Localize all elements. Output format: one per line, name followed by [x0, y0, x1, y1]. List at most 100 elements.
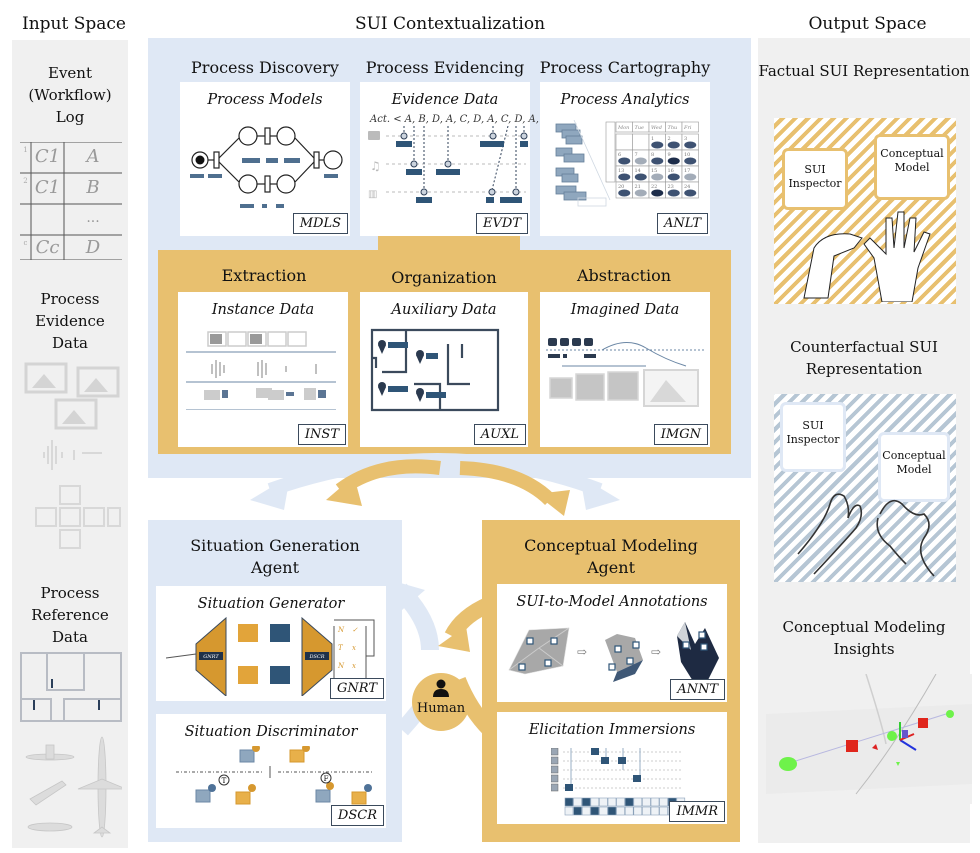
gnrt-tag: GNRT: [330, 678, 384, 699]
svg-text:♫: ♫: [370, 159, 381, 173]
calendar-day-label: Mon: [617, 125, 629, 131]
evidence-data-card[interactable]: Evidence Data Act. < A, B, D, A, C, D, A…: [360, 82, 550, 236]
person-icon: [433, 679, 449, 697]
calendar-heat-blob: [634, 189, 647, 197]
process-cartography-title: Process Cartography: [539, 58, 711, 77]
calendar-date: 8: [651, 152, 654, 158]
immersion-bar-cell: [650, 797, 660, 807]
annotations-label: SUI-to-Model Annotations: [516, 594, 708, 610]
svg-text:x: x: [352, 662, 356, 670]
extraction-title: Extraction: [221, 266, 307, 285]
calendar-heat-blob: [667, 157, 680, 165]
calendar-month-nav: [605, 121, 616, 183]
row-index: c: [23, 239, 28, 247]
calendar-date: 14: [635, 168, 641, 174]
calendar-heat-blob: [667, 173, 680, 181]
imagined-data-label: Imagined Data: [570, 302, 680, 318]
calendar-heat-blob: [618, 157, 631, 165]
instance-timelines: [186, 331, 336, 410]
calendar-cell: [615, 133, 633, 151]
human-label: Human: [416, 701, 466, 716]
calendar-day-label: Fri: [683, 125, 692, 131]
calendar-heat-blob: [651, 189, 664, 197]
calendar-heat-blob: [667, 189, 680, 197]
immersion-bar-cell: [564, 797, 574, 807]
calendar-heat-blob: [684, 157, 697, 165]
calendar-date: 2: [668, 136, 671, 142]
annotations-card[interactable]: SUI-to-Model Annotations ⇨ ⇨ ANNT: [497, 584, 727, 702]
calendar-heat-blob: [651, 157, 664, 165]
situation-generator-label: Situation Generator: [197, 596, 345, 612]
immersion-bar-cell: [642, 797, 651, 807]
svg-text:N: N: [337, 626, 345, 634]
calendar-day-label: Thu: [668, 125, 678, 131]
event-log-table: 1 C1 A 2 C1 B ... c Cc D: [20, 142, 122, 260]
evidence-timeline: ♫ ▥: [368, 126, 528, 203]
dscr-tag: DSCR: [330, 805, 384, 826]
immersion-bar-cell: [633, 797, 643, 807]
immersion-bar-cell: [581, 797, 591, 807]
auxl-tag: AUXL: [473, 424, 526, 445]
row-index: 1: [23, 146, 28, 154]
calendar-heat-blob: [651, 141, 664, 149]
calendar-date: 3: [684, 136, 687, 142]
floor-plan-icon: [20, 652, 122, 722]
calendar-date: 13: [618, 168, 624, 174]
immersion-bar-cell: [650, 806, 660, 816]
calendar-date: 23: [668, 184, 674, 190]
calendar-heat-blob: [667, 141, 680, 149]
annt-tag: ANNT: [670, 679, 725, 700]
origami-folding-diagram: ⇨ ⇨: [508, 622, 719, 694]
calendar-date: 21: [635, 184, 641, 190]
immersions-label: Elicitation Immersions: [528, 722, 696, 738]
instance-data-label: Instance Data: [211, 302, 315, 318]
connector-nub: [378, 236, 520, 250]
event-log-grid: [20, 142, 122, 260]
insights-title: Conceptual Modeling Insights: [782, 618, 946, 658]
immersion-bar-cell: [599, 806, 608, 816]
organization-title: Organization: [391, 268, 497, 287]
calendar-heat-blob: [684, 141, 697, 149]
auxiliary-data-card[interactable]: Auxiliary Data AUXL: [360, 292, 528, 447]
calendar-day-label: Tue: [635, 125, 645, 131]
imgn-tag: IMGN: [653, 424, 708, 445]
immersion-bar-grid: [564, 797, 686, 816]
immersions-card[interactable]: Elicitation Immersions IMMR: [497, 712, 727, 824]
immr-tag: IMMR: [669, 801, 725, 822]
calendar-heat-blob: [684, 173, 697, 181]
imagination-sequence: [546, 338, 704, 407]
immersion-bar-cell: [616, 806, 625, 816]
calendar-date: 10: [684, 152, 690, 158]
human-node[interactable]: Human: [412, 673, 470, 731]
modeling-agent-title: Conceptual Modeling Agent: [524, 536, 698, 577]
evidence-data-title: Process Evidence Data: [35, 290, 105, 352]
imagined-data-card[interactable]: Imagined Data IMGN: [540, 292, 710, 447]
immersion-bar-cell: [599, 797, 608, 807]
gan-diagram: GNRT DSCR NTN✓xx: [166, 616, 375, 696]
situation-discriminator-label: Situation Discriminator: [184, 724, 358, 740]
immersion-bar-cell: [642, 806, 651, 816]
inst-tag: INST: [297, 424, 346, 445]
evidence-data-label: Evidence Data: [391, 92, 499, 108]
calendar-date: 15: [651, 168, 657, 174]
svg-text:▥: ▥: [368, 189, 377, 200]
svg-text:⇨: ⇨: [577, 645, 587, 659]
calendar-date: 22: [651, 184, 657, 190]
discriminator-diagram: T F: [176, 746, 372, 805]
instance-data-card[interactable]: Instance Data INST: [178, 292, 348, 447]
situation-discriminator-card[interactable]: Situation Discriminator T F DSCR: [156, 714, 386, 828]
row-index: 2: [23, 177, 28, 185]
immersion-bar-cell: [607, 797, 617, 807]
evdt-tag: EVDT: [476, 213, 528, 234]
output-space-panel: Factual SUI Representation SUI Inspector…: [758, 38, 972, 843]
calendar-heat-blob: [634, 157, 647, 165]
abstraction-title: Abstraction: [576, 266, 672, 285]
process-models-card[interactable]: Process Models MDLS: [180, 82, 350, 236]
immersion-bar-cell: [659, 806, 668, 816]
calendar-heat-blob: [651, 173, 664, 181]
process-analytics-label: Process Analytics: [560, 92, 690, 108]
immersion-bar-cell: [607, 806, 617, 816]
